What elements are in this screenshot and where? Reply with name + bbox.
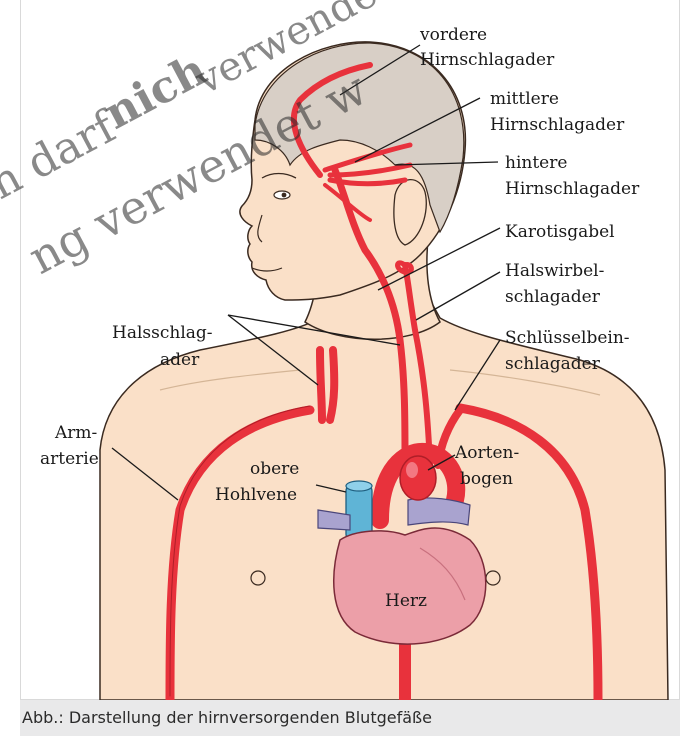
- anatomy-diagram: vordere Hirnschlagader mittlere Hirnschl…: [0, 0, 684, 700]
- label-hintere-2: Hirnschlagader: [505, 179, 640, 199]
- label-aorten-2: bogen: [460, 469, 513, 489]
- label-aorten-1: Aorten-: [454, 443, 519, 463]
- label-halsschlag-1: Halsschlag-: [112, 323, 213, 343]
- figure-caption: Abb.: Darstellung der hirnversorgenden B…: [20, 700, 680, 736]
- label-schluessel-1: Schlüsselbein-: [505, 328, 630, 348]
- label-mittlere-1: mittlere: [490, 89, 559, 109]
- label-halswirbel-1: Halswirbel-: [505, 261, 604, 281]
- aortic-arch: [400, 456, 436, 500]
- heart: [334, 528, 486, 644]
- label-mittlere-2: Hirnschlagader: [490, 115, 625, 135]
- label-halswirbel-2: schlagader: [505, 287, 601, 307]
- label-arm-1: Arm-: [54, 423, 97, 443]
- label-hintere-1: hintere: [505, 153, 567, 173]
- pulmonary-vessels-right: [408, 498, 470, 525]
- label-halsschlag-2: ader: [160, 350, 200, 370]
- label-schluessel-2: schlagader: [505, 354, 601, 374]
- label-vordere-2: Hirnschlagader: [420, 50, 555, 70]
- label-karotisgabel: Karotisgabel: [505, 222, 615, 242]
- label-hohlvene-2: Hohlvene: [215, 485, 297, 505]
- label-vordere-1: vordere: [419, 25, 487, 45]
- label-hohlvene-1: obere: [250, 459, 299, 479]
- label-arm-2: arterie: [40, 449, 99, 469]
- caption-text: Abb.: Darstellung der hirnversorgenden B…: [22, 700, 432, 736]
- label-herz: Herz: [385, 591, 427, 611]
